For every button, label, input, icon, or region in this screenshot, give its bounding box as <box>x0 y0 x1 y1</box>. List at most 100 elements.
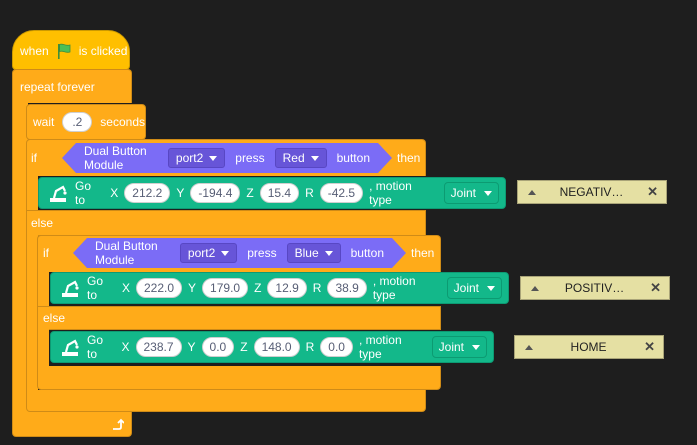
collapse-icon[interactable] <box>528 189 536 195</box>
if2-arm-bottom <box>37 329 49 367</box>
forever-bottom <box>12 407 132 437</box>
forever-arm <box>12 102 28 408</box>
press-label: press <box>235 151 265 165</box>
dual-button-condition-1[interactable]: Dual Button Module port2 press Red butto… <box>62 143 392 173</box>
chevron-down-icon <box>209 156 217 161</box>
seconds-label: seconds <box>100 115 145 129</box>
note-text: NEGATIV… <box>559 185 624 199</box>
wait-block[interactable]: wait .2 seconds <box>26 104 146 140</box>
port-dropdown[interactable]: port2 <box>180 243 237 263</box>
close-icon[interactable]: ✕ <box>644 339 655 354</box>
if1-bottom <box>26 390 426 412</box>
collapse-icon[interactable] <box>531 285 539 291</box>
if2-arm-top <box>37 271 49 307</box>
y-label: Y <box>187 340 196 354</box>
if1-arm-bottom <box>26 235 38 391</box>
hat-row: when is clicked <box>20 43 127 59</box>
y-input[interactable]: -194.4 <box>190 183 241 203</box>
r-input[interactable]: 38.9 <box>327 278 367 298</box>
y-input[interactable]: 0.0 <box>201 337 235 357</box>
motion-type-value: Joint <box>438 340 464 354</box>
when-flag-clicked-block[interactable] <box>12 30 130 70</box>
button-label: button <box>336 151 370 165</box>
if-label-2: if <box>43 246 49 260</box>
x-label: X <box>121 281 130 295</box>
go-to-block-3[interactable]: Go to X 238.7 Y 0.0 Z 148.0 R 0.0 , moti… <box>50 331 494 363</box>
if2-else-bar <box>37 306 441 330</box>
button-color-value: Blue <box>294 246 319 260</box>
then-label-2: then <box>411 246 435 260</box>
z-label: Z <box>254 281 262 295</box>
when-label: when <box>20 44 49 58</box>
r-label: R <box>305 186 314 200</box>
else-label-1: else <box>31 216 54 230</box>
chevron-down-icon <box>487 285 495 291</box>
green-flag-icon <box>55 42 73 60</box>
motion-type-value: Joint <box>450 186 476 200</box>
go-to-label: Go to <box>87 333 104 361</box>
button-color-dropdown[interactable]: Blue <box>287 243 341 263</box>
motion-type-label: , motion type <box>358 333 402 361</box>
wait-seconds-input[interactable]: .2 <box>62 112 93 132</box>
chevron-down-icon <box>311 156 319 161</box>
else-label-2: else <box>43 311 66 325</box>
button-label: button <box>350 246 384 260</box>
wait-label: wait <box>33 115 55 129</box>
collapse-icon[interactable] <box>525 344 533 350</box>
note-text: POSITIV… <box>564 281 625 295</box>
repeat-forever-block[interactable] <box>12 69 132 103</box>
module-label: Dual Button Module <box>84 144 147 172</box>
go-to-block-2[interactable]: Go to X 222.0 Y 179.0 Z 12.9 R 38.9 , mo… <box>50 272 509 304</box>
robot-arm-icon <box>47 183 69 203</box>
motion-type-label: , motion type <box>369 179 412 207</box>
port-value: port2 <box>187 246 216 260</box>
port-dropdown[interactable]: port2 <box>168 148 225 168</box>
close-icon[interactable]: ✕ <box>647 184 658 199</box>
r-input[interactable]: -42.5 <box>319 183 364 203</box>
x-input[interactable]: 238.7 <box>135 337 182 357</box>
r-input[interactable]: 0.0 <box>320 337 353 357</box>
if1-else-bar <box>26 210 426 236</box>
then-label-1: then <box>397 151 421 165</box>
comment-note-3[interactable]: HOME ✕ <box>514 335 664 359</box>
chevron-down-icon <box>221 251 229 256</box>
button-color-dropdown[interactable]: Red <box>275 148 327 168</box>
z-label: Z <box>240 340 248 354</box>
r-label: R <box>305 340 315 354</box>
r-label: R <box>312 281 322 295</box>
chevron-down-icon <box>325 251 333 256</box>
if1-arm-top <box>26 175 38 211</box>
y-label: Y <box>176 186 185 200</box>
x-label: X <box>121 340 130 354</box>
chevron-down-icon <box>484 190 492 196</box>
chevron-down-icon <box>472 344 480 350</box>
go-to-label: Go to <box>87 274 104 302</box>
if2-bottom <box>37 366 441 390</box>
motion-type-dropdown[interactable]: Joint <box>446 277 502 299</box>
close-icon[interactable]: ✕ <box>650 280 661 295</box>
robot-arm-icon <box>59 337 81 357</box>
go-to-label: Go to <box>75 179 92 207</box>
robot-arm-icon <box>59 278 81 298</box>
comment-note-1[interactable]: NEGATIV… ✕ <box>517 180 667 204</box>
dual-button-condition-2[interactable]: Dual Button Module port2 press Blue butt… <box>73 238 406 268</box>
button-color-value: Red <box>282 151 305 165</box>
comment-note-2[interactable]: POSITIV… ✕ <box>520 276 670 300</box>
go-to-block-1[interactable]: Go to X 212.2 Y -194.4 Z 15.4 R -42.5 , … <box>38 177 506 209</box>
x-input[interactable]: 212.2 <box>124 183 171 203</box>
motion-type-dropdown[interactable]: Joint <box>431 336 487 358</box>
y-label: Y <box>188 281 197 295</box>
press-label: press <box>247 246 277 260</box>
note-text: HOME <box>570 340 607 354</box>
module-label: Dual Button Module <box>95 239 158 267</box>
motion-type-dropdown[interactable]: Joint <box>443 182 499 204</box>
x-input[interactable]: 222.0 <box>136 278 183 298</box>
if-label-1: if <box>31 151 37 165</box>
y-input[interactable]: 179.0 <box>202 278 249 298</box>
loop-arrow-icon <box>110 418 125 432</box>
z-input[interactable]: 15.4 <box>259 183 300 203</box>
motion-type-value: Joint <box>453 281 479 295</box>
z-input[interactable]: 148.0 <box>253 337 300 357</box>
motion-type-label: , motion type <box>372 274 416 302</box>
z-input[interactable]: 12.9 <box>267 278 307 298</box>
